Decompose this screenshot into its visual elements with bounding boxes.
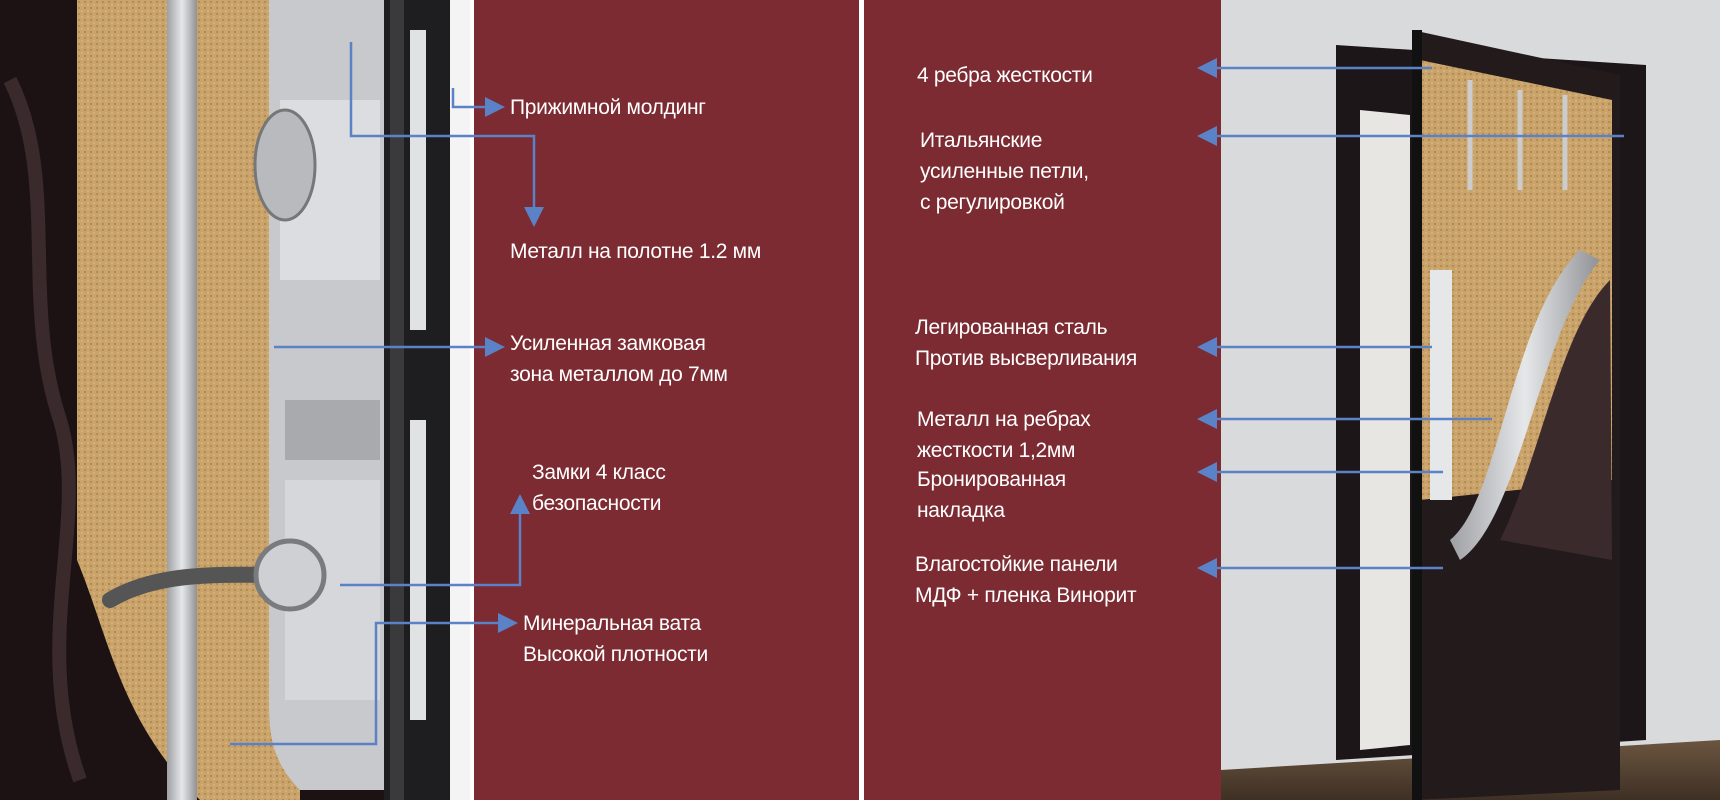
arrow-molding <box>451 88 505 117</box>
label-line: МДФ + пленка Винорит <box>915 584 1137 607</box>
label-locks: Замки 4 класс безопасности <box>532 457 666 519</box>
label-line: зона металлом до 7мм <box>510 363 728 386</box>
label-line: накладка <box>917 499 1005 522</box>
callout-arrows <box>230 42 1624 746</box>
label-line: Металл на ребрах <box>917 408 1091 431</box>
label-line: безопасности <box>532 492 662 515</box>
label-line: Минеральная вата <box>523 612 701 635</box>
label-line: жесткости 1,2мм <box>917 439 1076 462</box>
label-line: Усиленная замковая <box>510 332 706 355</box>
label-line: Металл на полотне 1.2 мм <box>510 240 761 263</box>
label-armored-plate: Бронированная накладка <box>917 464 1066 526</box>
label-line: Прижимной молдинг <box>510 96 706 119</box>
right-panel <box>864 0 1221 800</box>
label-molding: Прижимной молдинг <box>510 92 706 123</box>
label-line: усиленные петли, <box>920 160 1089 183</box>
arrow-mineral-wool <box>230 613 518 746</box>
label-line: Против высверливания <box>915 347 1137 370</box>
label-ribs: 4 ребра жесткости <box>917 60 1093 91</box>
label-line: 4 ребра жесткости <box>917 64 1093 87</box>
label-line: Влагостойкие панели <box>915 553 1118 576</box>
label-line: Бронированная <box>917 468 1066 491</box>
label-line: Легированная сталь <box>915 316 1108 339</box>
label-line: Итальянские <box>920 129 1043 152</box>
arrow-locks <box>340 494 530 587</box>
door-photo <box>1221 0 1720 800</box>
label-lock-zone: Усиленная замковая зона металлом до 7мм <box>510 328 728 390</box>
label-hinges: Итальянские усиленные петли, с регулировко… <box>920 125 1089 218</box>
label-rib-metal: Металл на ребрах жесткости 1,2мм <box>917 404 1091 466</box>
label-line: с регулировкой <box>920 191 1065 214</box>
label-metal-sheet: Металл на полотне 1.2 мм <box>510 236 761 267</box>
label-line: Замки 4 класс <box>532 461 666 484</box>
label-line: Высокой плотности <box>523 643 708 666</box>
left-panel <box>474 0 859 800</box>
arrow-metal-sheet <box>349 42 544 227</box>
lock-cutaway-photo <box>0 0 470 800</box>
